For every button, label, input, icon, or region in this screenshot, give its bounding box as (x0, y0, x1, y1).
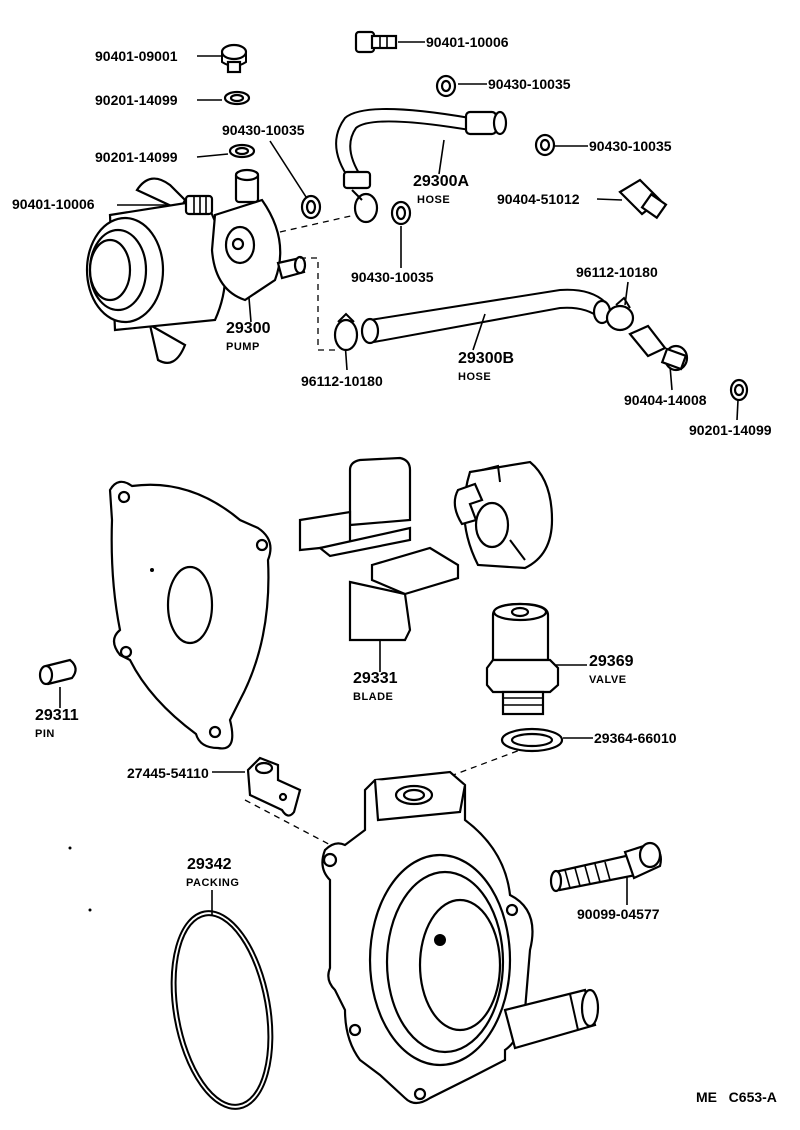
label-90201-14099-b: 90201-14099 (95, 149, 178, 165)
blades-29331 (298, 456, 460, 642)
pump-29300 (85, 168, 307, 364)
washer-29364-66010 (500, 727, 564, 753)
gasket-90430-10035-d (390, 200, 412, 226)
label-90201-14099-c: 90201-14099 (689, 422, 772, 438)
label-29311: 29311 (35, 707, 79, 724)
label-90401-10006-b: 90401-10006 (426, 34, 509, 50)
label-90201-14099-a: 90201-14099 (95, 92, 178, 108)
gasket-90430-10035-a (300, 194, 322, 220)
label-90430-10035-b: 90430-10035 (488, 76, 571, 92)
diagram-code: ME C653-A (696, 1089, 777, 1105)
pump-housing (321, 770, 600, 1105)
label-29311-pin: PIN (35, 728, 55, 740)
bracket-27445-54110 (246, 756, 302, 817)
label-90401-09001: 90401-09001 (95, 48, 178, 64)
label-90404-51012: 90404-51012 (497, 191, 580, 207)
label-29300A-hose: HOSE (417, 194, 451, 206)
label-90404-14008: 90404-14008 (624, 392, 707, 408)
gasket-90430-10035-b (435, 74, 457, 98)
hose-29300B (360, 288, 612, 345)
label-29300-pump: PUMP (226, 341, 260, 353)
label-29369: 29369 (589, 653, 634, 670)
gasket-90430-10035-c (534, 133, 556, 157)
label-29342: 29342 (187, 856, 232, 873)
bolt-90401-10006 (354, 30, 398, 54)
washer-90201-14099-b (228, 143, 256, 159)
label-90401-10006-a: 90401-10006 (12, 196, 95, 212)
union-90404-51012 (618, 178, 668, 220)
label-96112-10180-b: 96112-10180 (301, 373, 383, 389)
valve-29369 (485, 602, 560, 716)
packing-29342 (170, 910, 274, 1110)
label-29342-packing: PACKING (186, 877, 240, 889)
washer-90201-14099-c (729, 378, 749, 402)
label-90430-10035-c: 90430-10035 (589, 138, 672, 154)
label-29300B: 29300B (458, 350, 515, 367)
hose-29300A (335, 108, 508, 224)
union-90404-14008 (628, 324, 689, 372)
rotor (453, 460, 554, 570)
label-29300B-hose: HOSE (458, 371, 492, 383)
label-29331-blade: BLADE (353, 691, 394, 703)
label-96112-10180-a: 96112-10180 (576, 264, 658, 280)
plug-90401-09001 (220, 43, 248, 74)
cover-plate (108, 480, 272, 750)
label-29364-66010: 29364-66010 (594, 730, 677, 746)
clamp-96112-10180-a (333, 312, 359, 352)
label-27445-54110: 27445-54110 (127, 765, 209, 781)
label-90430-10035-d: 90430-10035 (351, 269, 434, 285)
label-29300: 29300 (226, 320, 271, 337)
pin-29311 (38, 658, 77, 686)
label-29331: 29331 (353, 670, 398, 687)
clamp-96112-10180-b (605, 296, 635, 332)
label-29369-valve: VALVE (589, 674, 627, 686)
bolt-90099-04577 (549, 841, 662, 893)
washer-90201-14099-a (223, 90, 251, 106)
label-90099-04577: 90099-04577 (577, 906, 660, 922)
label-90430-10035-a: 90430-10035 (222, 122, 305, 138)
label-29300A: 29300A (413, 173, 470, 190)
